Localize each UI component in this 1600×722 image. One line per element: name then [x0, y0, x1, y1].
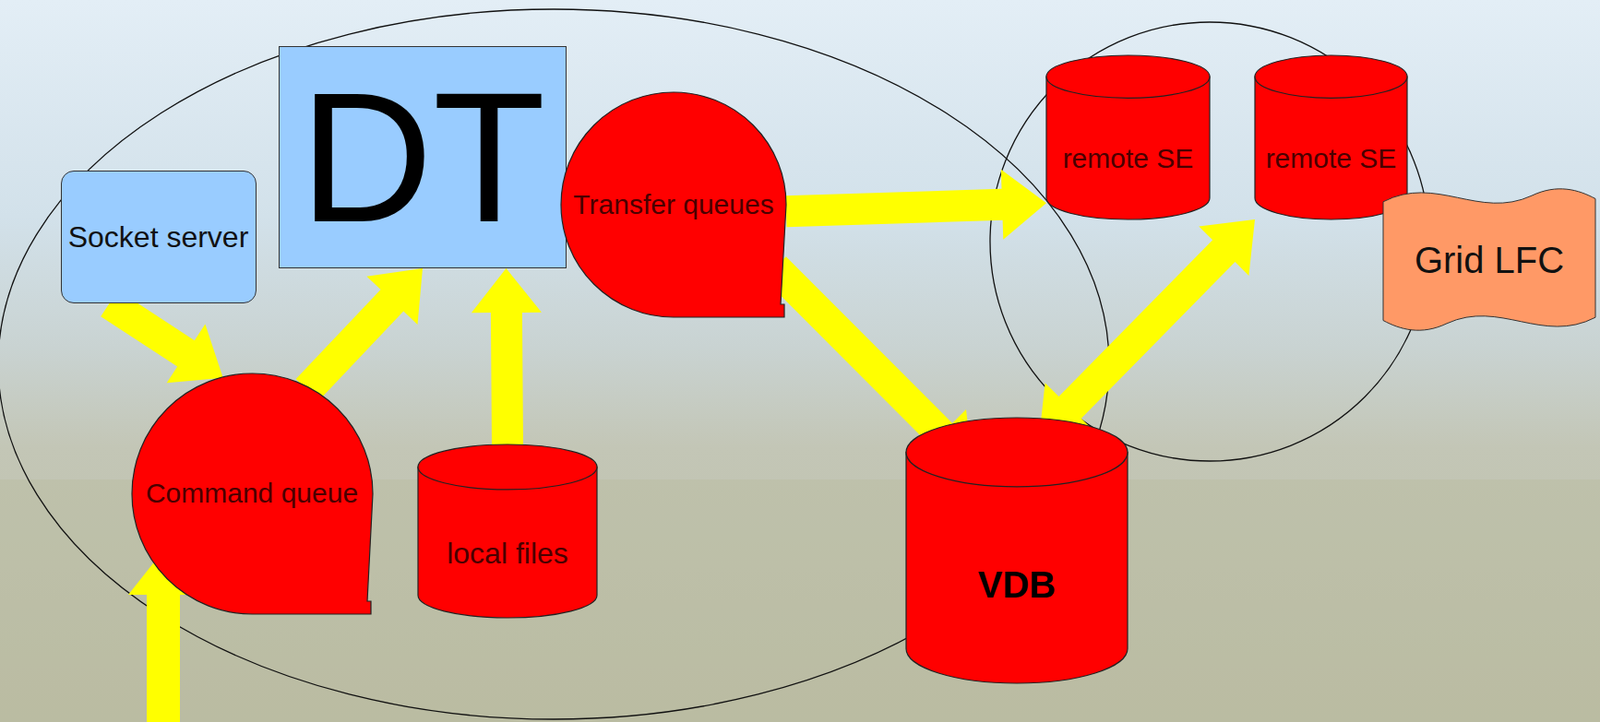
- node-label: Grid LFC: [1414, 238, 1565, 282]
- catalog-banner: Grid LFC: [1383, 183, 1596, 336]
- node-label: DT: [299, 65, 547, 251]
- storage-cylinder-outline: [1046, 55, 1210, 220]
- process-box: DT: [278, 46, 567, 269]
- storage-cylinder: local files: [417, 444, 598, 619]
- node-label: remote SE: [1265, 143, 1398, 176]
- node-label: Command queue: [145, 477, 359, 511]
- bubble-shape: [131, 373, 373, 615]
- flow-arrow: [786, 169, 1048, 240]
- node-label: VDB: [978, 563, 1056, 607]
- node-label: remote SE: [1062, 143, 1195, 176]
- bubble-shape: [561, 92, 787, 318]
- queue-bubble: Transfer queues: [561, 92, 787, 318]
- cylinder-top: [906, 417, 1128, 488]
- node-label: Socket server: [68, 220, 250, 255]
- node-label: local files: [446, 537, 569, 572]
- queue-bubble: Command queue: [131, 373, 373, 615]
- flow-arrow: [471, 268, 542, 445]
- process-box: Socket server: [60, 170, 257, 304]
- flow-arrow: [296, 268, 423, 402]
- cylinder-top: [1046, 55, 1210, 98]
- storage-cylinder-outline: [1254, 55, 1408, 220]
- database-cylinder-outline: [906, 417, 1128, 684]
- storage-cylinder: remote SE: [1046, 55, 1210, 220]
- cylinder-top: [1254, 55, 1408, 98]
- banner-shape: [1383, 189, 1596, 331]
- storage-cylinder: remote SE: [1254, 55, 1408, 220]
- flow-arrow: [100, 290, 224, 383]
- group-circle: [990, 22, 1430, 462]
- storage-cylinder-outline: [417, 444, 598, 619]
- flow-arrow: [1038, 219, 1255, 440]
- node-label: Transfer queues: [573, 189, 774, 222]
- cylinder-top: [417, 444, 598, 490]
- database-cylinder: VDB: [906, 417, 1128, 684]
